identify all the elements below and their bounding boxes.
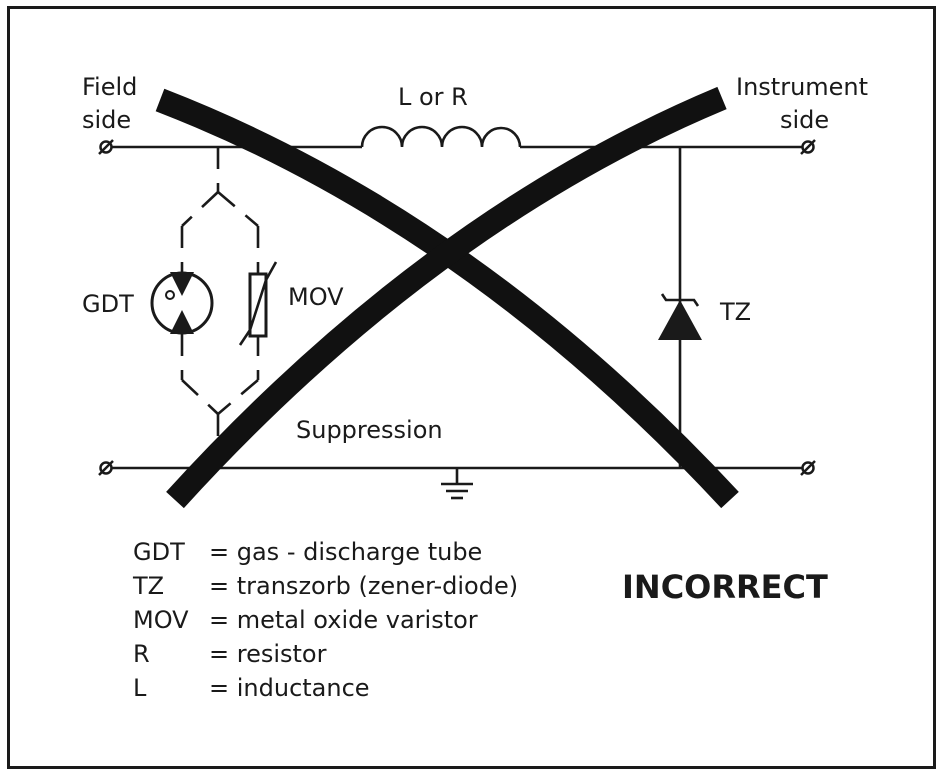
- legend-abbr-r: R: [133, 640, 150, 668]
- terminal-top-right: [800, 139, 816, 155]
- suppression-label: Suppression: [296, 416, 443, 444]
- terminal-bottom-left: [98, 460, 114, 476]
- mov-symbol: [238, 261, 278, 346]
- inductor-coil: [360, 125, 522, 148]
- legend-desc-mov: = metal oxide varistor: [209, 606, 478, 634]
- field-side-label-line1: Field: [82, 73, 137, 101]
- legend-abbr-mov: MOV: [133, 606, 189, 634]
- legend-abbr-l: L: [133, 674, 147, 702]
- legend-desc-l: = inductance: [209, 674, 370, 702]
- legend-abbr-tz: TZ: [132, 572, 164, 600]
- legend-desc-r: = resistor: [209, 640, 327, 668]
- gdt-label: GDT: [82, 290, 134, 318]
- tz-label: TZ: [719, 298, 751, 326]
- legend-desc-tz: = transzorb (zener-diode): [209, 572, 518, 600]
- cross-stroke-ascending: [166, 86, 727, 509]
- inductor-label: L or R: [398, 83, 468, 111]
- terminal-bottom-right: [800, 460, 816, 476]
- instrument-side-label-line2: side: [780, 106, 829, 134]
- mov-label: MOV: [288, 283, 344, 311]
- field-side-label-line2: side: [82, 106, 131, 134]
- terminal-top-left: [98, 139, 114, 155]
- incorrect-verdict: INCORRECT: [622, 568, 828, 606]
- legend-desc-gdt: = gas - discharge tube: [209, 538, 482, 566]
- ground-symbol: [441, 468, 473, 500]
- tz-branch: [658, 147, 702, 468]
- instrument-side-label-line1: Instrument: [736, 73, 868, 101]
- gdt-symbol: [150, 271, 214, 335]
- legend-abbr-gdt: GDT: [133, 538, 185, 566]
- diagram-frame: [7, 6, 936, 769]
